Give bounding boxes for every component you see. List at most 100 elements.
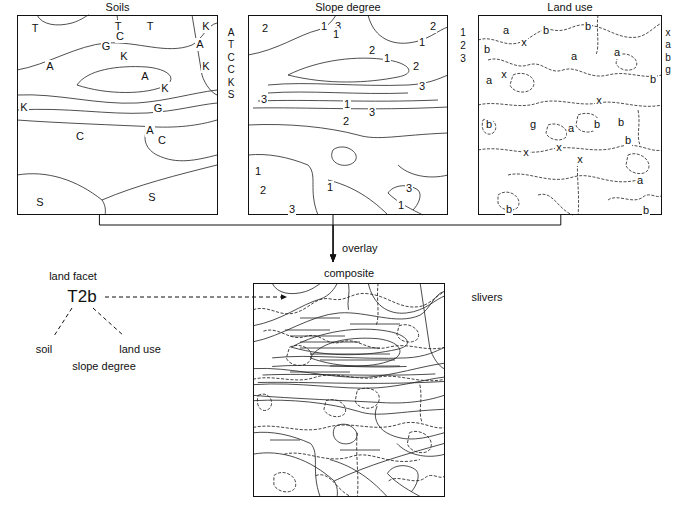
panel-title: composite: [253, 262, 445, 280]
annotation: land facet: [48, 270, 98, 283]
land-use-code: g: [529, 118, 537, 131]
soil-code: K: [160, 82, 169, 95]
soil-code: C: [75, 130, 85, 143]
slope-class: 2: [368, 44, 376, 57]
map-line: [254, 284, 444, 496]
legend-code: T: [227, 39, 235, 51]
map-line: [254, 284, 444, 496]
soil-code: A: [145, 124, 154, 137]
soil-code: K: [19, 101, 28, 114]
panel-title: Land use: [478, 0, 662, 14]
soil-code: K: [201, 60, 210, 73]
edge-label: overlay: [341, 242, 378, 254]
land-use-code: a: [636, 174, 644, 187]
overlay-arrow: [99, 215, 333, 262]
legend-code: S: [227, 89, 236, 101]
map-frame: [17, 15, 218, 215]
land-use-code: b: [624, 134, 632, 147]
slope-class: 1: [320, 20, 328, 33]
land-use-code: b: [593, 118, 601, 131]
slope-class: 2: [259, 184, 267, 197]
map-line: [254, 284, 444, 496]
legend-code: K: [227, 77, 236, 89]
composite-panel: composite: [253, 262, 445, 497]
land-use-code: a: [570, 50, 578, 63]
slope-class: 1: [397, 199, 405, 212]
slope-class: 3: [260, 93, 268, 106]
soil-code: K: [201, 20, 210, 33]
land-use-code: a: [485, 74, 493, 87]
land-use-code: b: [649, 73, 657, 86]
soil-code: C: [157, 134, 167, 147]
land-use-map: [478, 15, 662, 215]
soil-code: S: [147, 191, 156, 204]
overlay-arrow: [333, 215, 561, 262]
soil-code: A: [195, 38, 204, 51]
legend-code: 2: [459, 40, 467, 52]
slope-class: 2: [412, 60, 420, 73]
map-line: [270, 318, 400, 450]
panel-title: Soils: [17, 0, 218, 14]
slope-class: 2: [261, 22, 269, 35]
soil-code: T: [31, 22, 40, 35]
legend-code: g: [664, 64, 672, 76]
land-use-code: x: [522, 146, 530, 159]
legend-code: b: [664, 52, 672, 64]
land-use-code: b: [542, 24, 550, 37]
land-use-code: b: [642, 204, 650, 217]
legend-code: 1: [459, 27, 467, 39]
land-use-code: x: [595, 94, 603, 107]
soil-code: S: [35, 196, 44, 209]
annotation: slope degree: [71, 360, 137, 373]
land-use-code: x: [555, 141, 563, 154]
soil-code: C: [115, 30, 125, 43]
legend-code: A: [227, 27, 236, 39]
land-use-code: b: [584, 20, 592, 33]
legend-code: C: [226, 52, 235, 64]
panel-title: Slope degree: [248, 0, 448, 14]
land-use-code: x: [520, 36, 528, 49]
annotation: land use: [118, 343, 162, 356]
slope-class: 2: [342, 115, 350, 128]
sliver-leader: [105, 297, 287, 298]
land-use-code: b: [617, 116, 625, 129]
facet-code: T2b: [66, 287, 97, 307]
soil-code: K: [119, 50, 128, 63]
land-use-code: b: [505, 203, 513, 216]
land-use-code: b: [485, 118, 493, 131]
legend-code: C: [226, 64, 235, 76]
soil-code: G: [101, 40, 112, 53]
slope-class: 1: [326, 181, 334, 194]
slope-class: 3: [405, 182, 413, 195]
soil-code: A: [45, 60, 54, 73]
annotation: soil: [35, 343, 54, 356]
soils-map: [17, 15, 217, 215]
legend-code: a: [664, 39, 672, 51]
land-use-code: a: [502, 24, 510, 37]
soil-code: T: [146, 20, 155, 33]
map-frame: [253, 283, 445, 497]
land-use-code: x: [500, 68, 508, 81]
legend-code: 3: [459, 53, 467, 65]
slope-class: 3: [288, 203, 296, 216]
slope-class: 1: [418, 36, 426, 49]
slope-class: 1: [343, 98, 351, 111]
slope-class: 1: [254, 165, 262, 178]
soil-code: A: [140, 70, 149, 83]
legend-code: x: [665, 27, 672, 39]
annotation: slivers: [470, 291, 503, 304]
land-use-code: a: [613, 46, 621, 59]
slope-class: 3: [368, 106, 376, 119]
slope-map: [248, 15, 448, 215]
slope-class: 1: [332, 28, 340, 41]
land-use-leader: [93, 308, 124, 336]
land-use-code: b: [483, 43, 491, 56]
map-frame: [478, 15, 662, 215]
slope-class: 3: [418, 80, 426, 93]
composite-map: [254, 284, 444, 496]
soil-code: G: [153, 102, 164, 115]
